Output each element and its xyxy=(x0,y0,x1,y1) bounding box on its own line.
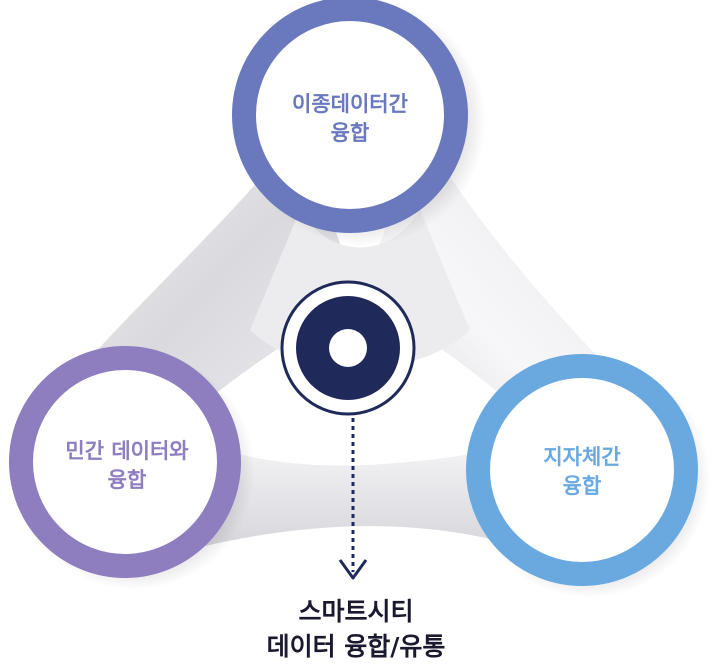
down-arrow-head xyxy=(338,559,368,580)
node-right: 지자체간 융합 xyxy=(466,354,710,598)
node-left: 민간 데이터와 융합 xyxy=(9,346,255,590)
center-hub-core xyxy=(329,329,367,367)
node-top-label-line1: 이종데이터간 xyxy=(292,92,408,116)
node-left-label-line2: 융합 xyxy=(108,468,147,492)
node-right-label-line1: 지자체간 xyxy=(543,445,620,469)
node-top: 이종데이터간 융합 xyxy=(232,0,486,246)
node-top-label-line2: 융합 xyxy=(331,121,370,145)
down-arrow xyxy=(338,418,368,580)
node-left-ring xyxy=(9,346,241,578)
node-right-ring xyxy=(466,354,698,586)
center-hub xyxy=(280,280,416,416)
node-left-label-line1: 민간 데이터와 xyxy=(65,439,189,463)
node-top-ring xyxy=(232,0,468,233)
caption: 스마트시티 데이터 융합/유통 xyxy=(267,597,446,661)
caption-line2: 데이터 융합/유통 xyxy=(267,632,446,661)
caption-line1: 스마트시티 xyxy=(298,597,413,626)
node-right-label-line2: 융합 xyxy=(563,474,602,498)
